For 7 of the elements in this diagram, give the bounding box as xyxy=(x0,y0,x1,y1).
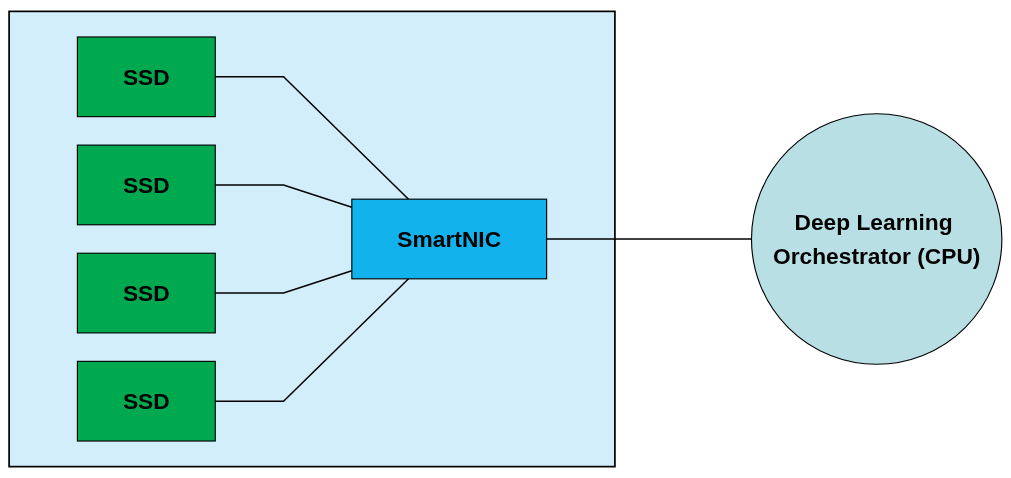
cluster xyxy=(8,10,616,468)
node-box: SSD xyxy=(76,360,216,442)
node-circle: Deep Learning Orchestrator (CPU) xyxy=(750,113,1003,365)
node-box: SmartNIC xyxy=(351,198,548,280)
node-box: SSD xyxy=(76,36,216,118)
node-box: SSD xyxy=(76,252,216,334)
node-box: SSD xyxy=(76,144,216,226)
